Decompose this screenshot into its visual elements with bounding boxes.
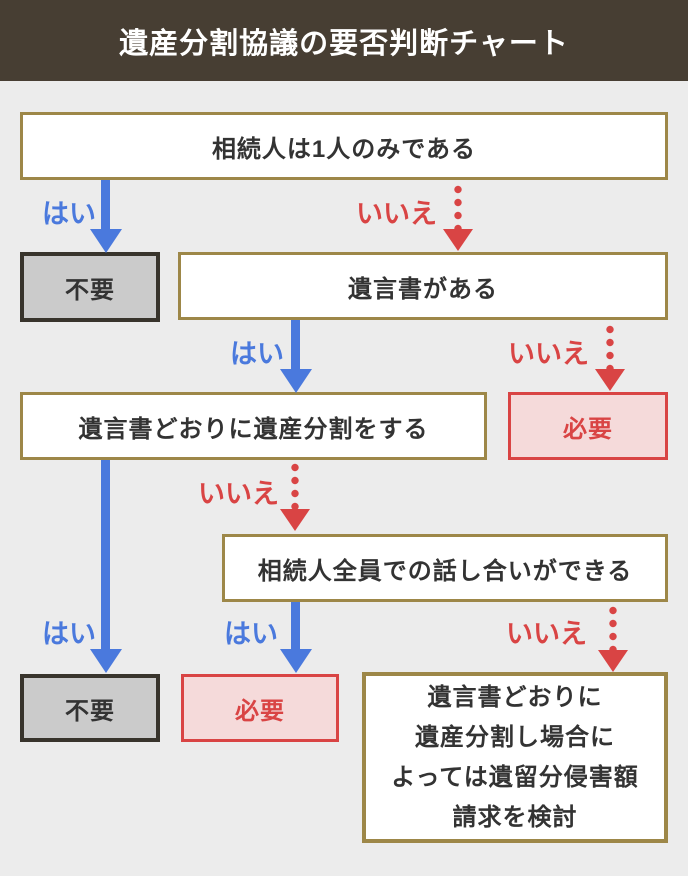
yes-arrow-long-label: はい xyxy=(42,619,96,649)
yes-arrow-3-stem xyxy=(291,602,300,650)
yes-arrow-1-stem xyxy=(101,180,110,230)
node-outcome-note: 遺言書どおりに 遺産分割し場合に よっては遺留分侵害額 請求を検討 xyxy=(362,672,668,843)
node-q2-label: 遺言書がある xyxy=(348,275,498,303)
chart-header: 遺産分割協議の要否判断チャート xyxy=(0,0,688,81)
no-arrow-3-stem xyxy=(291,461,299,511)
note-line-1: 遺言書どおりに xyxy=(427,683,603,711)
node-outcome-not-needed-1: 不要 xyxy=(20,252,160,322)
page-title: 遺産分割協議の要否判断チャート xyxy=(119,27,569,60)
no-arrow-2-head-icon xyxy=(595,369,625,391)
note-line-2: 遺産分割し場合に xyxy=(415,723,615,751)
no-arrow-3-head-icon xyxy=(280,509,310,531)
node-q3-label: 遺言書どおりに遺産分割をする xyxy=(78,415,429,443)
outcome-needed-1-label: 必要 xyxy=(563,415,613,443)
node-outcome-not-needed-2: 不要 xyxy=(20,674,160,742)
note-line-3: よっては遺留分侵害額 xyxy=(391,763,639,791)
no-arrow-2-stem xyxy=(606,323,614,371)
yes-arrow-1-label: はい xyxy=(42,199,96,229)
no-arrow-4-stem xyxy=(609,604,617,652)
yes-arrow-2-head-icon xyxy=(280,369,312,393)
node-q2-will-exists: 遺言書がある xyxy=(178,252,668,320)
no-arrow-4-label: いいえ xyxy=(506,619,587,649)
node-q3-divide-per-will: 遺言書どおりに遺産分割をする xyxy=(20,392,487,460)
yes-arrow-long-stem xyxy=(101,460,110,650)
node-q4-all-heirs-can-discuss: 相続人全員での話し合いができる xyxy=(222,534,668,602)
no-arrow-1-label: いいえ xyxy=(356,199,437,229)
no-arrow-3-label: いいえ xyxy=(198,479,279,509)
no-arrow-4-head-icon xyxy=(598,650,628,672)
yes-arrow-2-stem xyxy=(291,320,300,370)
node-q4-label: 相続人全員での話し合いができる xyxy=(257,557,633,585)
yes-arrow-2-label: はい xyxy=(230,339,284,369)
node-outcome-needed-1: 必要 xyxy=(508,392,668,460)
no-arrow-1-stem xyxy=(454,183,462,231)
note-line-4: 請求を検討 xyxy=(452,803,578,831)
yes-arrow-3-label: はい xyxy=(224,619,278,649)
outcome-not-needed-1-label: 不要 xyxy=(65,276,115,304)
outcome-not-needed-2-label: 不要 xyxy=(65,697,115,725)
node-q1-only-one-heir: 相続人は1人のみである xyxy=(20,112,668,180)
node-q1-label: 相続人は1人のみである xyxy=(211,135,477,163)
outcome-needed-2-label: 必要 xyxy=(235,697,285,725)
node-outcome-needed-2: 必要 xyxy=(181,674,339,742)
no-arrow-1-head-icon xyxy=(443,229,473,251)
yes-arrow-long-head-icon xyxy=(90,649,122,673)
yes-arrow-3-head-icon xyxy=(280,649,312,673)
yes-arrow-1-head-icon xyxy=(90,229,122,253)
no-arrow-2-label: いいえ xyxy=(508,339,589,369)
